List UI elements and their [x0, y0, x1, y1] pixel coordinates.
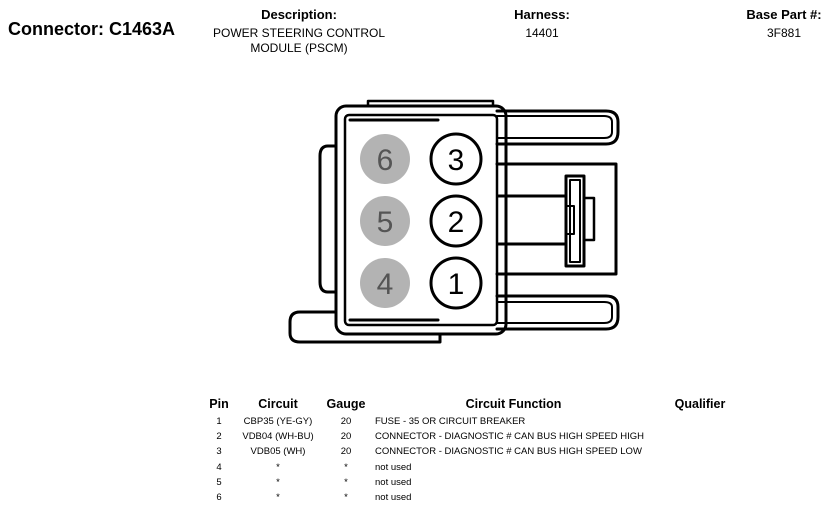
base-part-block: Base Part #: 3F881: [726, 7, 831, 41]
row-gauge: *: [344, 476, 348, 488]
table-row: 3 VDB05 (WH) 20 CONNECTOR - DIAGNOSTIC #…: [205, 444, 739, 459]
connector-housing: [288, 99, 620, 344]
pin-4-circle: [360, 258, 410, 308]
row-pin: 6: [216, 492, 222, 504]
row-function: not used: [375, 492, 412, 504]
table-row: 6 * * not used: [205, 490, 739, 505]
pin-5-number: 5: [377, 206, 394, 239]
row-gauge: 20: [340, 431, 352, 443]
row-circuit: VDB04 (WH-BU): [242, 431, 314, 443]
pin-4-number: 4: [377, 268, 394, 301]
header-gauge: Gauge: [326, 397, 366, 411]
row-pin: 1: [216, 416, 222, 428]
pin-5-cavity: 5: [360, 196, 410, 246]
row-function: not used: [375, 476, 412, 488]
row-qualifier: [661, 490, 739, 505]
table-row: 5 * * not used: [205, 475, 739, 490]
pin-1-cavity: 1: [429, 256, 483, 310]
row-function: CONNECTOR - DIAGNOSTIC # CAN BUS HIGH SP…: [375, 431, 645, 443]
pin-4-cavity: 4: [360, 258, 410, 308]
row-pin: 4: [216, 461, 222, 473]
pin-2-cavity: 2: [429, 194, 483, 248]
pin-3-number: 3: [448, 144, 465, 177]
row-function: CONNECTOR - DIAGNOSTIC # CAN BUS HIGH SP…: [375, 446, 642, 458]
pin-1-number: 1: [448, 268, 465, 301]
row-pin: 2: [216, 431, 222, 443]
row-qualifier: [661, 444, 739, 459]
table-row: 2 VDB04 (WH-BU) 20 CONNECTOR - DIAGNOSTI…: [205, 429, 739, 444]
description-block: Description: POWER STEERING CONTROL MODU…: [189, 7, 409, 56]
row-gauge: 20: [340, 416, 352, 428]
pin-5-circle: [360, 196, 410, 246]
row-qualifier: [661, 429, 739, 444]
table-row: 1 CBP35 (YE-GY) 20 FUSE - 35 OR CIRCUIT …: [205, 414, 739, 429]
header-circuit: Circuit: [258, 397, 298, 411]
row-function: FUSE - 35 OR CIRCUIT BREAKER: [375, 416, 526, 428]
row-circuit: CBP35 (YE-GY): [243, 416, 313, 428]
description-line-1: POWER STEERING CONTROL: [212, 26, 385, 40]
row-function: not used: [375, 461, 412, 473]
row-qualifier: [661, 475, 739, 490]
description-line-2: MODULE (PSCM): [250, 41, 348, 55]
header-qualifier: Qualifier: [674, 397, 726, 411]
row-pin: 3: [216, 446, 222, 458]
pin-6-number: 6: [377, 144, 394, 177]
base-part-value: 3F881: [766, 26, 802, 40]
header-pin: Pin: [209, 397, 229, 411]
pin-3-cavity: 3: [429, 132, 483, 186]
row-qualifier: [661, 460, 739, 475]
row-qualifier: [661, 414, 739, 429]
row-pin: 5: [216, 476, 222, 488]
pin-6-cavity: 6: [360, 134, 410, 184]
row-gauge: *: [344, 492, 348, 504]
harness-label: Harness:: [514, 7, 570, 22]
row-circuit: *: [276, 461, 280, 473]
pin-3-circle: [429, 132, 483, 186]
pin-1-circle: [429, 256, 483, 310]
pin-table-header: Pin Circuit Gauge Circuit Function Quali…: [205, 397, 739, 414]
row-circuit: VDB05 (WH): [250, 446, 306, 458]
pin-6-circle: [360, 134, 410, 184]
base-part-label: Base Part #:: [746, 7, 822, 22]
connector-title: Connector: C1463A: [8, 19, 176, 39]
row-gauge: 20: [340, 446, 352, 458]
row-circuit: *: [276, 476, 280, 488]
table-row: 4 * * not used: [205, 460, 739, 475]
connector-face-diagram: 6 3 5 2 4 1: [288, 99, 620, 344]
pin-cavities: 6 3 5 2 4 1: [360, 132, 483, 310]
harness-block: Harness: 14401: [492, 7, 592, 41]
pin-table: Pin Circuit Gauge Circuit Function Quali…: [205, 397, 739, 505]
row-gauge: *: [344, 461, 348, 473]
pin-2-circle: [429, 194, 483, 248]
description-label: Description:: [261, 7, 337, 22]
header-circuit-function: Circuit Function: [465, 397, 562, 411]
harness-value: 14401: [525, 26, 559, 40]
row-circuit: *: [276, 492, 280, 504]
pin-2-number: 2: [448, 206, 465, 239]
